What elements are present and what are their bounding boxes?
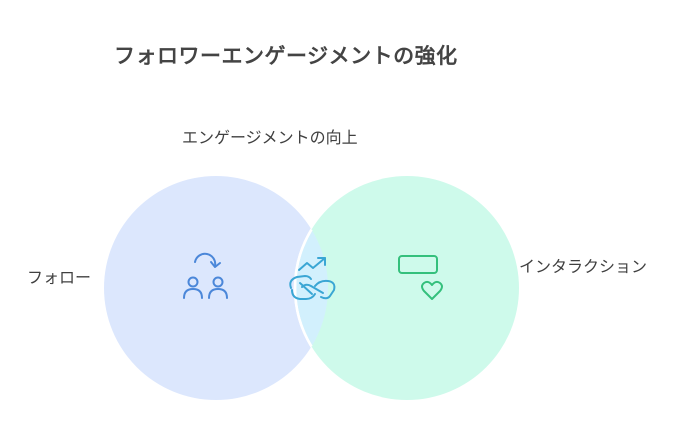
- interaction-label: インタラクション: [519, 257, 648, 276]
- interaction-circle: [295, 176, 519, 400]
- message-heart-icon: [398, 255, 443, 300]
- trending-handshake-icon: [289, 257, 336, 300]
- follow-circle: [104, 176, 328, 400]
- overlap-label: エンゲージメントの向上: [182, 128, 358, 147]
- follow-label: フォロー: [27, 268, 92, 287]
- follow-users-icon: [183, 252, 228, 299]
- diagram-title: フォロワーエンゲージメントの強化: [114, 44, 458, 68]
